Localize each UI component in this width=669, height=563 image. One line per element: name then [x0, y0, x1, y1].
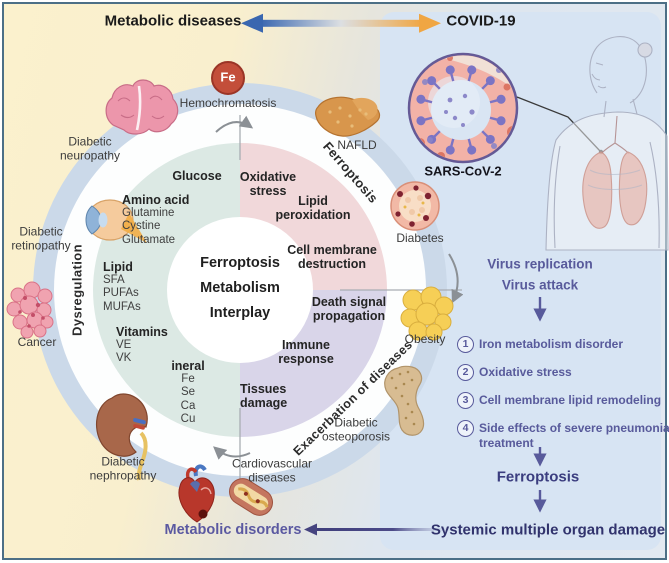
step-3-badge: 3	[457, 392, 474, 409]
step-4-badge: 4	[457, 420, 474, 437]
sars-cov-2-label: SARS-CoV-2	[424, 163, 502, 179]
vitamins-title: Vitamins	[116, 325, 168, 339]
center-line-ferroptosis: Ferroptosis	[200, 254, 280, 271]
metabolism-amino-block: Amino acid Glutamine Cystine Glutamate	[122, 193, 190, 247]
center-line-metabolism: Metabolism	[200, 279, 280, 296]
step-2-text: Oxidative stress	[479, 365, 572, 379]
mineral-title: ineral	[171, 359, 205, 373]
blood-vessel-icon	[229, 478, 273, 516]
mineral-item: Cu	[180, 412, 196, 425]
step-4-text: Side effects of severe pneumonia treatme…	[479, 421, 669, 450]
quad-death-signal: Death signal propagation	[311, 294, 387, 323]
bone-icon	[384, 365, 425, 436]
step-3-text: Cell membrane lipid remodeling	[479, 393, 662, 407]
lipid-title: Lipid	[103, 260, 133, 274]
step-1-badge: 1	[457, 336, 474, 353]
footer-metabolic-disorders: Metabolic disorders	[164, 521, 302, 538]
disease-obesity: Obesity	[404, 332, 446, 347]
amino-item: Cystine	[122, 220, 161, 233]
cancer-cells-icon	[6, 281, 54, 339]
fe-badge-icon	[211, 61, 245, 95]
metabolism-vitamins-block: Vitamins VE VK	[116, 325, 168, 366]
sars-cov-2-virus-icon	[407, 52, 519, 164]
fe-badge-label: Fe	[220, 69, 236, 85]
disease-cardiovascular: Cardiovascular diseases	[231, 456, 313, 484]
quad-lipid-peroxidation: Lipid peroxidation	[275, 193, 351, 222]
cycle-arrows	[213, 115, 464, 460]
disease-nafld: NAFLD	[337, 138, 377, 153]
flow-outcome-label: Systemic multiple organ damage	[430, 521, 666, 539]
flow-ferroptosis-label: Ferroptosis	[496, 468, 580, 486]
mineral-item: Fe	[181, 373, 195, 386]
header-metabolic-diseases: Metabolic diseases	[104, 12, 242, 30]
lipid-item: MUFAs	[103, 300, 141, 313]
quad-cell-membrane-destruction: Cell membrane destruction	[287, 242, 377, 271]
rim-dysregulation: Dysregulation	[69, 244, 85, 336]
amino-title: Amino acid	[122, 193, 190, 207]
vitamins-item: VE	[116, 339, 132, 352]
liver-icon	[315, 96, 381, 137]
heart-icon	[178, 464, 215, 523]
lipid-item: PUFAs	[103, 287, 139, 300]
metabolism-glucose: Glucose	[172, 168, 222, 183]
mineral-item: Se	[180, 386, 196, 399]
amino-item: Glutamate	[122, 233, 176, 246]
fat-cells-icon	[400, 286, 454, 341]
virus-replication-label: Virus replication	[487, 256, 593, 272]
step-1-text: Iron metabolism disorder	[479, 337, 624, 351]
metabolic-covid-arrow	[241, 13, 441, 33]
metabolism-lipid-block: Lipid SFA PUFAs MUFAs	[103, 260, 141, 314]
vitamins-item: VK	[116, 352, 132, 365]
disease-diabetic-osteoporosis: Diabetic osteoporosis	[321, 415, 391, 443]
brain-icon	[105, 79, 179, 135]
header-covid19: COVID-19	[446, 12, 516, 30]
metabolism-mineral-block: ineral Fe Se Ca Cu	[171, 359, 205, 426]
lipid-item: SFA	[103, 274, 125, 287]
footer-arrow	[304, 523, 456, 536]
quad-oxidative-stress: Oxidative stress	[239, 169, 297, 198]
disease-diabetes: Diabetes	[396, 231, 444, 246]
amino-item: Glutamine	[122, 207, 175, 220]
center-line-interplay: Interplay	[209, 304, 271, 321]
disease-diabetic-nephropathy: Diabetic nephropathy	[89, 454, 157, 482]
mineral-item: Ca	[180, 399, 196, 412]
disease-hemochromatosis: Hemochromatosis	[179, 96, 277, 111]
disease-cancer: Cancer	[17, 335, 57, 350]
kidney-icon	[95, 393, 148, 481]
disease-diabetic-neuropathy: Diabetic neuropathy	[59, 134, 121, 162]
disease-diabetic-retinopathy: Diabetic retinopathy	[11, 224, 71, 252]
patient-sketch-icon	[545, 36, 669, 251]
quad-tissues-damage: Tissues damage	[240, 381, 288, 410]
eye-icon	[85, 199, 147, 243]
virus-attack-label: Virus attack	[501, 277, 579, 293]
pancreas-islet-icon	[390, 181, 440, 231]
step-2-badge: 2	[457, 364, 474, 381]
quad-immune-response: Immune response	[278, 337, 334, 366]
